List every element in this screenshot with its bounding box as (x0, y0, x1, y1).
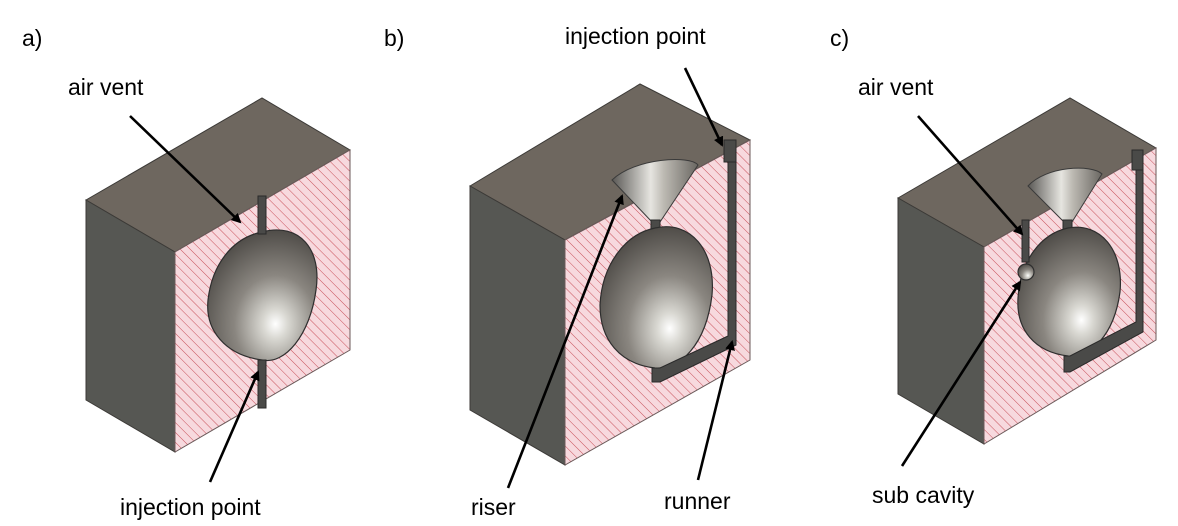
label-sub-cavity-c: sub cavity (872, 482, 975, 508)
arrow-air-vent-c (917, 115, 1024, 236)
injection-sprue-c (1131, 149, 1144, 171)
label-injection-point-b: injection point (565, 23, 706, 49)
air-vent-channel-a (257, 195, 267, 235)
label-riser-b: riser (471, 494, 516, 520)
mold-block-b (469, 83, 752, 466)
arrow-sub-cavity-c (900, 280, 1022, 467)
injection-sprue-b (723, 139, 737, 163)
riser-cone-c (1027, 167, 1103, 223)
panel-b: b) injection point riser runner (384, 23, 752, 520)
arrow-runner-b (696, 340, 735, 481)
label-air-vent-a: air vent (68, 74, 144, 100)
mold-block-c (896, 97, 1157, 445)
arrow-air-vent-a (129, 115, 242, 224)
panel-c-label: c) (830, 25, 849, 51)
label-injection-point-a: injection point (120, 494, 261, 520)
label-air-vent-c: air vent (858, 74, 934, 100)
riser-cone-b (611, 159, 699, 223)
air-vent-channel-c (1021, 219, 1030, 263)
panel-a: a) air vent injection point (22, 25, 351, 520)
panel-c: c) air vent sub cavity (830, 25, 1157, 508)
arrow-injection-point-a (208, 370, 260, 483)
arrow-riser-b (506, 194, 624, 489)
panel-a-label: a) (22, 25, 42, 51)
panel-b-label: b) (384, 25, 404, 51)
mold-block-a (85, 97, 351, 453)
label-runner-b: runner (664, 488, 731, 514)
injection-channel-a (257, 359, 267, 409)
arrow-injection-point-b (683, 67, 724, 147)
sub-cavity-c (1017, 263, 1035, 281)
